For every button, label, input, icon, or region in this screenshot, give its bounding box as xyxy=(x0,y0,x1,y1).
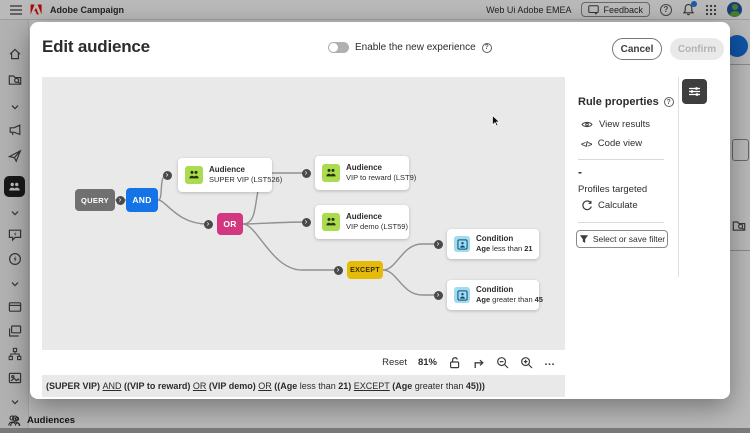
zoom-out-icon[interactable] xyxy=(496,356,509,369)
connector-chevron-icon[interactable] xyxy=(333,265,343,275)
help-icon[interactable] xyxy=(660,3,672,16)
calculate-link[interactable]: Calculate xyxy=(581,200,638,211)
folder-search-icon[interactable] xyxy=(731,218,747,234)
templates-stack-icon[interactable] xyxy=(7,323,23,339)
profiles-targeted-label: Profiles targeted xyxy=(578,184,648,195)
content-card-icon[interactable] xyxy=(7,299,23,315)
and-operator-node[interactable]: AND xyxy=(126,188,158,212)
rule-properties-title: Rule properties xyxy=(578,96,674,108)
campaigns-megaphone-icon[interactable] xyxy=(7,122,23,138)
filter-funnel-icon xyxy=(579,234,589,244)
bottom-strip xyxy=(0,428,750,433)
audience-icon xyxy=(185,166,203,184)
help-icon[interactable] xyxy=(663,97,674,107)
audience-card-super-vip[interactable]: Audience SUPER VIP (LST526) xyxy=(178,158,282,192)
adobe-logo-icon xyxy=(30,4,42,15)
nav-item-audiences-selected[interactable] xyxy=(4,176,25,197)
chevron-down-icon[interactable] xyxy=(7,276,23,292)
audience-card-vip-to-reward[interactable]: Audience VIP to reward (LST9) xyxy=(315,156,416,190)
workflow-orgchart-icon[interactable] xyxy=(7,346,23,362)
messages-chat-icon[interactable] xyxy=(7,227,23,243)
cancel-button[interactable]: Cancel xyxy=(612,38,662,60)
condition-icon xyxy=(454,287,470,303)
background-toolbar-button[interactable] xyxy=(732,139,749,161)
connector-chevron-icon[interactable] xyxy=(433,290,443,300)
confirm-button[interactable]: Confirm xyxy=(670,38,724,60)
condition-icon xyxy=(454,236,470,252)
environment-label: Web Ui Adobe EMEA xyxy=(486,4,572,15)
canvas-toolbar: Reset 81% … xyxy=(42,350,565,374)
new-experience-toggle[interactable] xyxy=(328,42,349,53)
query-canvas[interactable]: QUERY AND OR EXCEPT Audience SUPER VIP (… xyxy=(42,77,565,350)
explorer-folder-search-icon[interactable] xyxy=(7,72,23,88)
code-icon: </> xyxy=(581,138,592,149)
audience-icon xyxy=(322,164,340,182)
divider xyxy=(728,64,750,65)
home-icon[interactable] xyxy=(7,46,23,62)
zoom-in-icon[interactable] xyxy=(520,356,533,369)
app-switcher-grid-icon[interactable] xyxy=(705,4,717,16)
audience-icon xyxy=(322,213,340,231)
edit-audience-modal: Edit audience Enable the new experience … xyxy=(30,22,730,399)
chevron-down-icon[interactable] xyxy=(7,394,23,410)
user-avatar[interactable] xyxy=(727,2,742,17)
mouse-cursor xyxy=(492,115,501,127)
app-topbar: Adobe Campaign Web Ui Adobe EMEA Feedbac… xyxy=(0,0,750,20)
eye-icon xyxy=(581,120,593,129)
notification-dot xyxy=(691,1,697,7)
notifications-bell-icon[interactable] xyxy=(682,1,697,16)
divider xyxy=(728,250,750,251)
assets-image-icon[interactable] xyxy=(7,370,23,386)
divider xyxy=(578,222,664,223)
app-name: Adobe Campaign xyxy=(50,4,125,15)
zoom-level[interactable]: 81% xyxy=(417,356,437,368)
connector-chevron-icon[interactable] xyxy=(203,219,213,229)
deliveries-send-icon[interactable] xyxy=(7,148,23,164)
reset-button[interactable]: Reset xyxy=(382,356,407,368)
profiles-targeted-value: - xyxy=(578,165,582,179)
unlock-icon[interactable] xyxy=(448,356,461,369)
connector-chevron-icon[interactable] xyxy=(301,168,311,178)
activation-bolt-icon[interactable] xyxy=(7,251,23,267)
refresh-icon xyxy=(581,200,592,211)
help-icon[interactable] xyxy=(481,42,492,53)
page-section-title-audiences: Audiences xyxy=(7,414,75,427)
connector-chevron-icon[interactable] xyxy=(162,170,172,180)
divider xyxy=(578,159,664,160)
new-experience-toggle-group: Enable the new experience xyxy=(328,42,492,53)
more-options-button[interactable]: … xyxy=(544,356,556,368)
select-or-save-filter-button[interactable]: Select or save filter xyxy=(576,230,668,248)
sliders-icon xyxy=(688,85,701,98)
hamburger-menu-icon[interactable] xyxy=(10,4,22,15)
modal-title: Edit audience xyxy=(42,37,150,56)
or-operator-node[interactable]: OR xyxy=(217,213,243,235)
query-node[interactable]: QUERY xyxy=(75,189,115,211)
left-nav-rail xyxy=(0,20,29,433)
query-formula-bar: (SUPER VIP) AND ((VIP to reward) OR (VIP… xyxy=(42,375,565,397)
panel-divider xyxy=(678,77,679,277)
except-operator-node[interactable]: EXCEPT xyxy=(347,261,383,279)
fit-turn-arrow-icon[interactable] xyxy=(472,356,485,369)
toggle-label: Enable the new experience xyxy=(355,42,476,53)
properties-settings-button[interactable] xyxy=(682,79,707,104)
audience-card-vip-demo[interactable]: Audience VIP demo (LST59) xyxy=(315,205,409,239)
audiences-people-icon xyxy=(7,414,21,427)
code-view-link[interactable]: </> Code view xyxy=(581,138,643,149)
connector-chevron-icon[interactable] xyxy=(433,239,443,249)
chevron-down-icon[interactable] xyxy=(7,99,23,115)
connector-chevron-icon[interactable] xyxy=(301,217,311,227)
chevron-down-icon[interactable] xyxy=(7,205,23,221)
view-results-link[interactable]: View results xyxy=(581,119,650,130)
rule-properties-panel: Rule properties View results </> Code vi… xyxy=(565,77,678,287)
connector-chevron-icon[interactable] xyxy=(115,195,125,205)
feedback-icon xyxy=(588,4,600,15)
create-button-partial[interactable] xyxy=(726,35,748,57)
feedback-button[interactable]: Feedback xyxy=(581,2,650,17)
toggle-knob xyxy=(329,43,338,52)
